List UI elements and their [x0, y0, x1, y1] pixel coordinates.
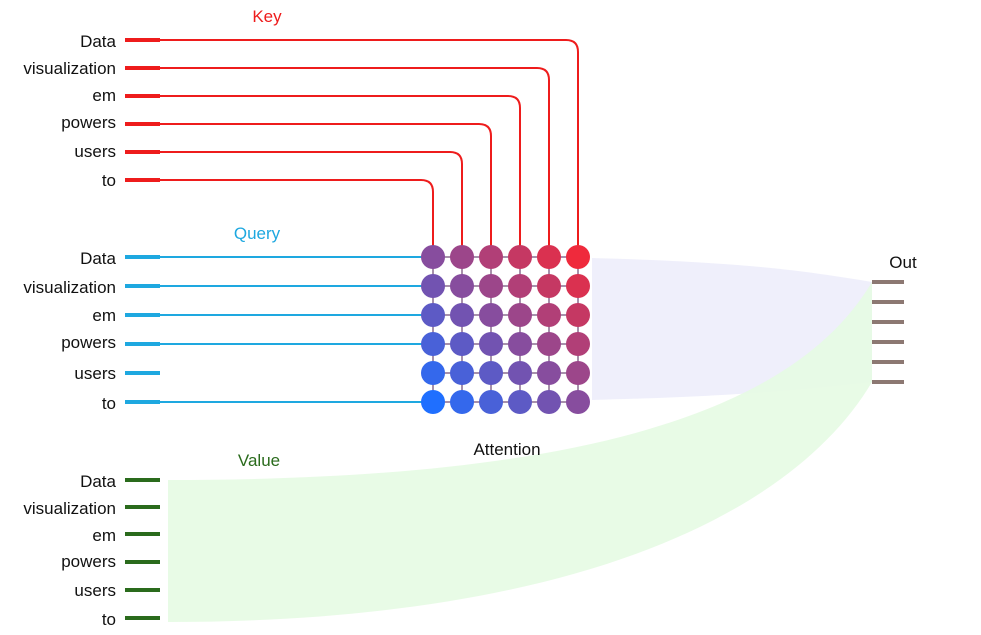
attention-title: Attention [473, 440, 540, 459]
attention-cell [537, 245, 561, 269]
attention-cell [479, 361, 503, 385]
key-connector-line [160, 123, 492, 257]
query-token-label: em [92, 306, 116, 325]
attention-cell [421, 361, 445, 385]
attention-cell [537, 361, 561, 385]
attention-cell [421, 245, 445, 269]
attention-cell [508, 245, 532, 269]
key-token-label: to [102, 171, 116, 190]
attention-cell [566, 361, 590, 385]
attention-cell [566, 303, 590, 327]
key-token-label: users [74, 142, 116, 161]
attention-cell [537, 332, 561, 356]
out-title: Out [889, 253, 917, 272]
attention-matrix [421, 245, 590, 414]
query-token-label: powers [61, 333, 116, 352]
key-connector-line [160, 151, 463, 257]
key-title: Key [252, 7, 282, 26]
flow-bands [168, 258, 872, 622]
attention-cell [479, 303, 503, 327]
value-token-labels: Data visualization em powers users to [23, 472, 116, 629]
attention-cell [479, 390, 503, 414]
attention-cell [508, 361, 532, 385]
attention-cell [421, 390, 445, 414]
query-token-label: Data [80, 249, 116, 268]
value-token-label: Data [80, 472, 116, 491]
key-connector-line [160, 39, 579, 257]
key-token-label: visualization [23, 59, 116, 78]
value-token-label: em [92, 526, 116, 545]
attention-cell [566, 274, 590, 298]
value-title: Value [238, 451, 280, 470]
key-token-label: em [92, 86, 116, 105]
key-token-labels: Data visualization em powers users to [23, 32, 116, 190]
attention-cell [450, 390, 474, 414]
attention-cell [450, 361, 474, 385]
key-connector-line [160, 179, 434, 257]
attention-cell [450, 274, 474, 298]
attention-cell [421, 274, 445, 298]
value-token-label: to [102, 610, 116, 629]
attention-cell [508, 274, 532, 298]
attention-cell [421, 303, 445, 327]
value-token-label: users [74, 581, 116, 600]
attention-cell [421, 332, 445, 356]
attention-cell [508, 303, 532, 327]
key-token-label: powers [61, 113, 116, 132]
attention-cell [566, 390, 590, 414]
query-token-label: to [102, 394, 116, 413]
query-token-labels: Data visualization em powers users to [23, 249, 116, 413]
query-title: Query [234, 224, 281, 243]
query-token-label: visualization [23, 278, 116, 297]
attention-cell [479, 274, 503, 298]
attention-cell [450, 245, 474, 269]
attention-cell [508, 390, 532, 414]
query-token-label: users [74, 364, 116, 383]
attention-cell [537, 303, 561, 327]
key-connector-line [160, 95, 521, 257]
attention-cell [566, 332, 590, 356]
value-token-label: powers [61, 552, 116, 571]
token-markers [125, 38, 904, 620]
attention-cell [537, 390, 561, 414]
attention-cell [537, 274, 561, 298]
attention-cell [450, 303, 474, 327]
value-to-out-band [168, 282, 872, 622]
value-token-label: visualization [23, 499, 116, 518]
attention-cell [450, 332, 474, 356]
attention-cell [566, 245, 590, 269]
attention-cell [508, 332, 532, 356]
attention-cell [479, 332, 503, 356]
key-connector-line [160, 67, 550, 257]
key-token-label: Data [80, 32, 116, 51]
attention-cell [479, 245, 503, 269]
